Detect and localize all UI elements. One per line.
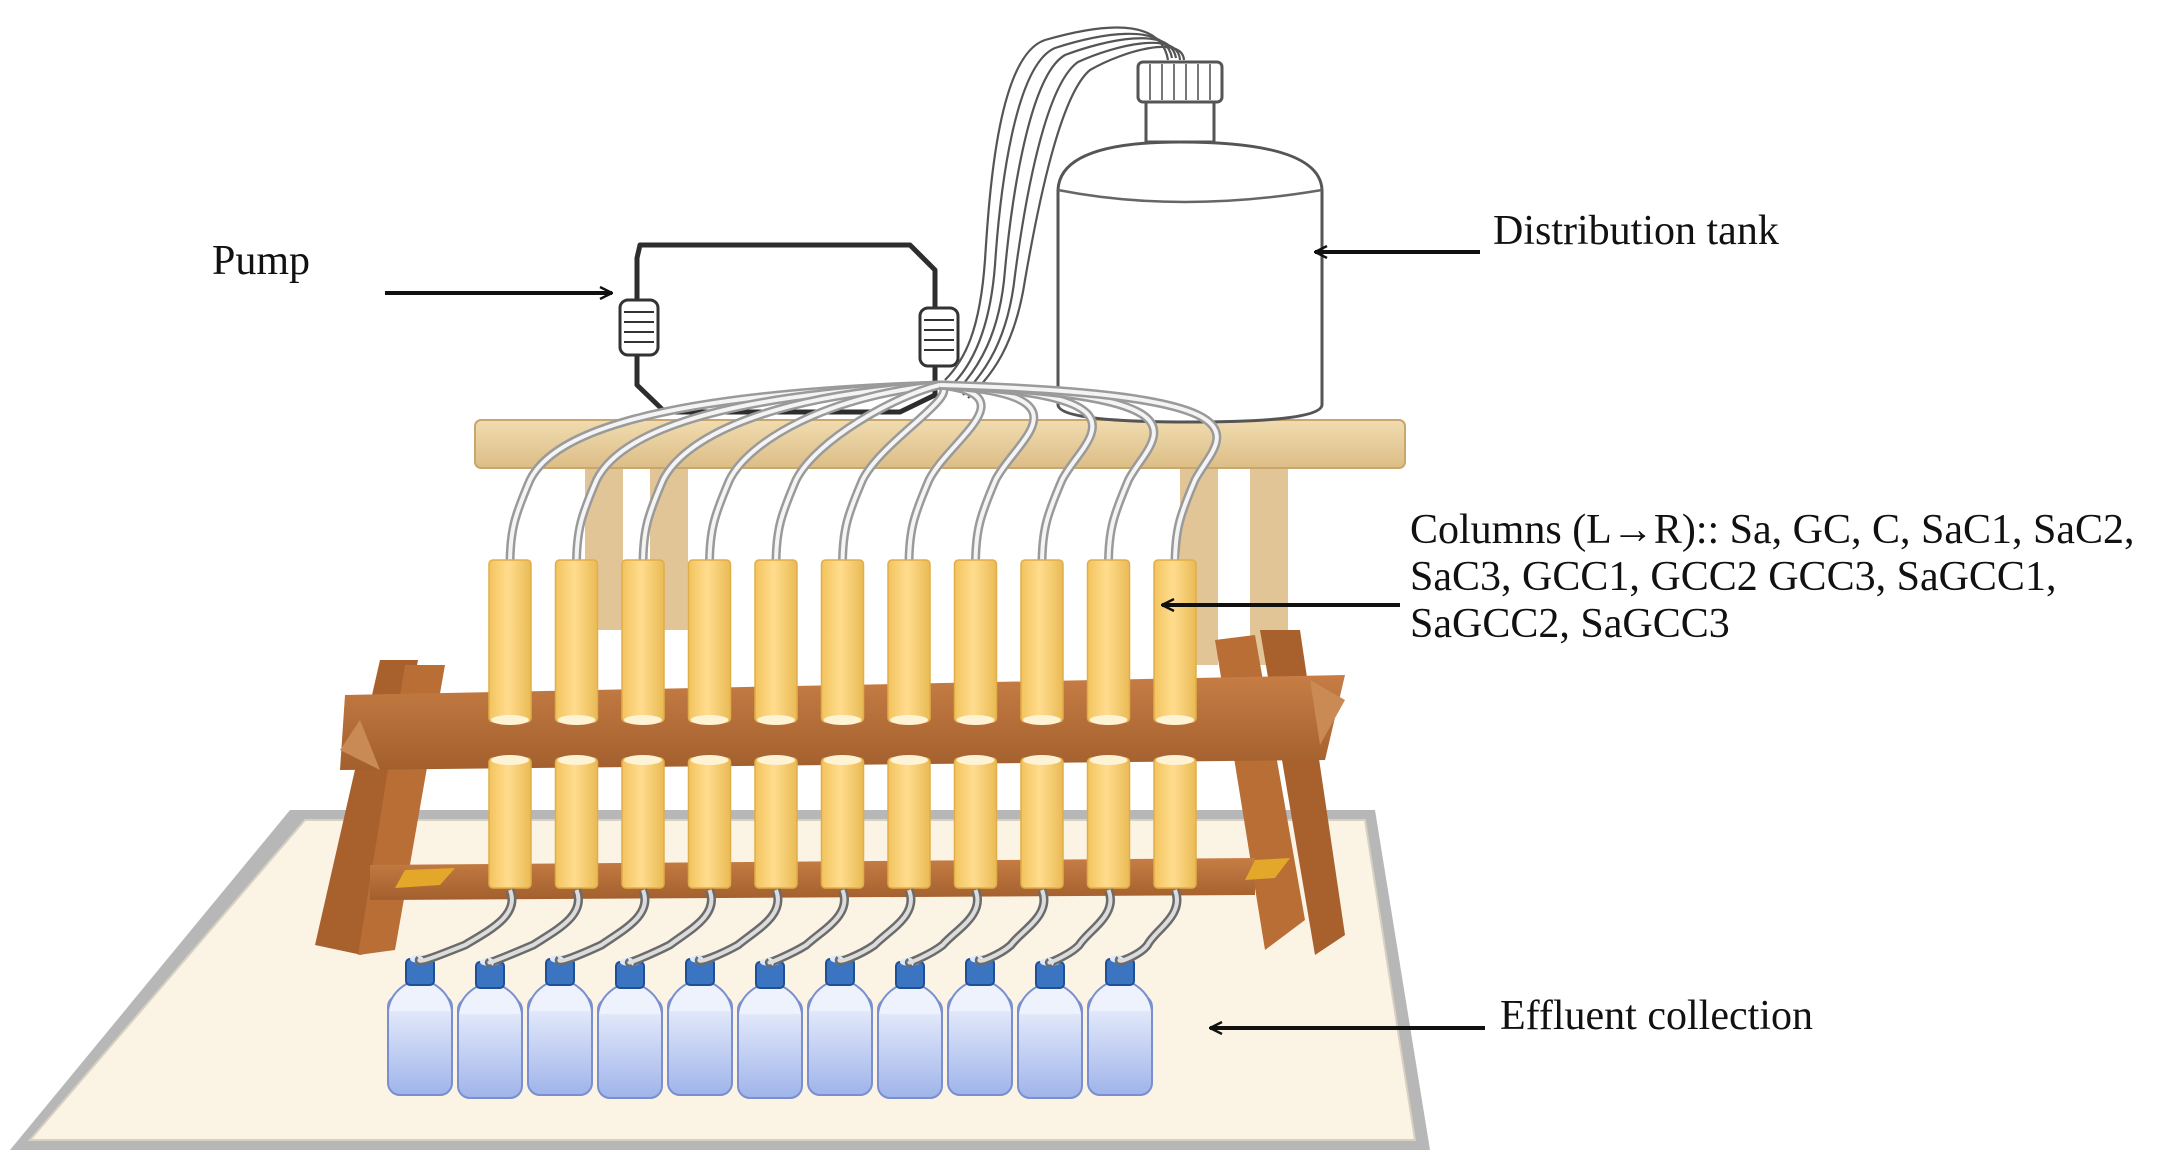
feed-tube-inner [707,383,941,566]
column-lower-end [823,755,862,765]
columns-label-line-3: SaGCC2, SaGCC3 [1410,601,1730,647]
column-lower-end [491,755,529,765]
column-lower [953,757,998,889]
column-upper [1086,559,1131,723]
column-lower [1153,757,1197,889]
column-upper [621,559,665,723]
effluent-tube-inner [697,889,780,963]
column-upper-end [491,715,529,725]
effluent-tube-inner [627,889,714,965]
column-upper [1020,559,1064,723]
effluent-tube-inner [557,889,647,963]
column-lower-end [1023,755,1061,765]
feed-tube [904,380,986,566]
column-upper-end [1156,715,1194,725]
collection-bottle [877,958,943,1099]
column-lower [554,757,599,889]
column-lower-end [1156,755,1194,765]
column [554,559,599,889]
column-lower [820,757,865,889]
column-upper-end [890,715,928,725]
column-lower-end [690,755,729,765]
column-upper [554,559,599,723]
column [1020,559,1064,889]
feed-tube [939,380,1039,566]
column [754,559,798,889]
feed-tube-inner [508,383,941,566]
distribution-tank [1056,60,1324,424]
columns-label: Columns (L→R):: Sa, GC, C, SaC1, SaC2, S… [1410,507,2171,648]
supply-tubing [944,26,1186,399]
column-upper-end [1089,715,1128,725]
column-upper-end [557,715,596,725]
column-lower [1020,757,1064,889]
pump-label: Pump [212,238,311,284]
effluent-bottles [387,955,1153,1099]
feed-tube-inner [939,383,1095,566]
collection-bottle [1087,955,1153,1096]
column [1086,559,1131,889]
column [820,559,865,889]
effluent-tube-inner [767,889,847,965]
column-lower [1086,757,1131,889]
collection-bottle [737,958,803,1099]
distribution-tank-label: Distribution tank [1493,208,1779,254]
column-lower-end [1089,755,1128,765]
column-lower-end [757,755,795,765]
column-lower-end [956,755,995,765]
column-upper [887,559,931,723]
column-upper-end [757,715,795,725]
column-upper [754,559,798,723]
feed-tube-inner [574,383,941,566]
column-lower-end [557,755,596,765]
pump [618,242,960,415]
column-lower [621,757,665,889]
column-lower-end [890,755,928,765]
feed-tube-inner [840,383,946,566]
columns-label-line-1: Columns (L→R):: Sa, GC, C, SaC1, SaC2, [1410,507,2135,553]
feed-tube-inner [939,383,1219,566]
feed-tube-inner [641,383,941,566]
column [887,559,931,889]
column-upper-end [690,715,729,725]
effluent-tubing [414,888,1182,968]
effluent-collection-label: Effluent collection [1500,993,1813,1039]
feed-tube-inner [907,383,983,566]
effluent-tube-inner [837,889,913,963]
column-upper-end [624,715,662,725]
column-upper-end [956,715,995,725]
column-upper-end [1023,715,1061,725]
column-lower [687,757,732,889]
columns [488,559,1197,889]
column [687,559,732,889]
effluent-tube-inner [907,889,980,965]
column-upper-end [823,715,862,725]
column [953,559,998,889]
column-upper [687,559,732,723]
column-lower-end [624,755,662,765]
effluent-tube-inner [417,889,514,963]
feed-tube-inner [939,383,1036,566]
column-upper [1153,559,1197,723]
columns-label-line-2: SaC3, GCC1, GCC2 GCC3, SaGCC1, [1410,554,2057,600]
column-upper [953,559,998,723]
collection-bottle [1017,958,1083,1099]
column-lower [754,757,798,889]
column-upper [488,559,532,723]
column-lower [887,757,931,889]
collection-bottle [807,955,873,1096]
column [488,559,532,889]
effluent-tube-inner [1117,889,1179,963]
effluent-tube-inner [487,889,581,965]
column [621,559,665,889]
feed-tube-inner [774,383,941,566]
column-feed-tubing [505,380,1222,566]
column-upper [820,559,865,723]
effluent-tube-inner [1047,889,1113,965]
effluent-tube-inner [977,889,1046,963]
column-lower [488,757,532,889]
